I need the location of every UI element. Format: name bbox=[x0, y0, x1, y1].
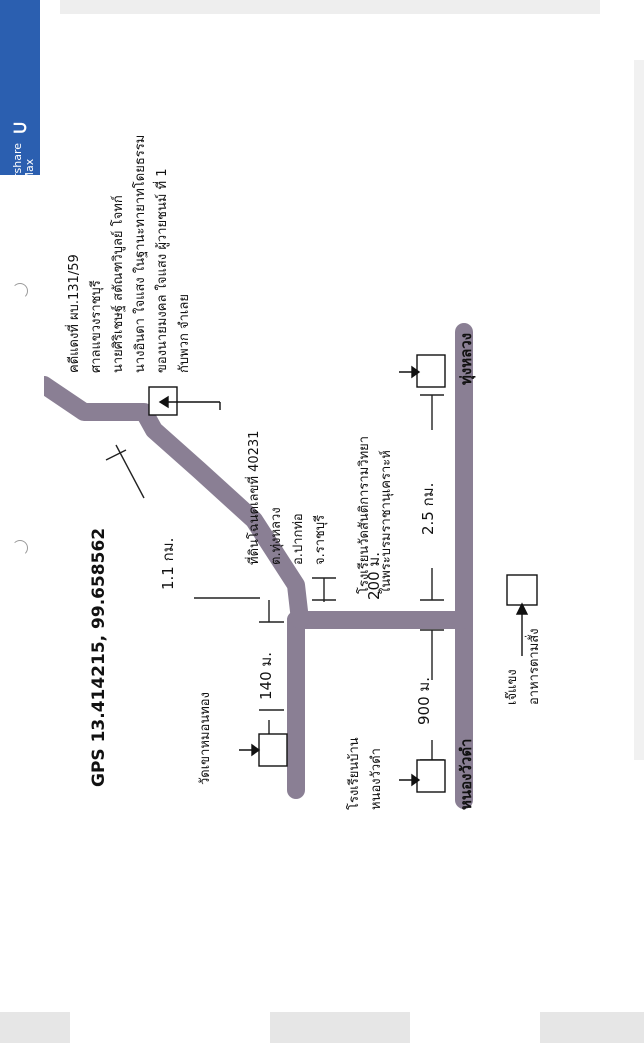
land-plot-line-3: อ.ปากท่อ bbox=[291, 513, 306, 565]
land-plot-line-4: จ.ราชบุรี bbox=[313, 514, 328, 565]
restaurant-box bbox=[506, 574, 538, 606]
winding-road bbox=[44, 376, 309, 629]
restaurant-line-2: อาหารตามสั่ง bbox=[527, 628, 542, 705]
school-nong-wua-dam-line-2: หนองวัวดำ bbox=[369, 748, 384, 810]
badge-line-2: EdrawMax bbox=[23, 158, 36, 216]
edrawmax-logo-icon: ⊃ bbox=[11, 115, 29, 139]
land-plot-line-2: ต.ทุ่งหลวง bbox=[269, 507, 284, 565]
place-nong-wua-dam: หนองวัวดำ bbox=[457, 738, 475, 810]
arrows bbox=[158, 365, 529, 787]
distance-200m: 200 ม. bbox=[365, 551, 383, 600]
school-nong-wua-dam-label: โรงเรียนบ้าน หนองวัวดำ bbox=[344, 737, 388, 810]
punch-hole bbox=[12, 540, 28, 556]
land-plot-line-1: ที่ดินโฉนดเลขที่ 40231 bbox=[247, 430, 262, 565]
case-info-line-1: คดีแดงที่ ผบ.131/59 bbox=[67, 254, 82, 373]
school-nong-wua-dam-box bbox=[416, 759, 446, 793]
distance-2-5km: 2.5 กม. bbox=[419, 482, 437, 535]
case-info-line-2: ศาลแขวงราชบุรี bbox=[89, 280, 104, 373]
road-drawing bbox=[44, 323, 538, 809]
restaurant-line-1: เจ๊แขง bbox=[505, 669, 520, 705]
scan-edge-top bbox=[60, 0, 600, 14]
gps-coordinates: GPS 13.414215, 99.658562 bbox=[89, 527, 109, 787]
case-info-block: คดีแดงที่ ผบ.131/59 ศาลแขวงราชบุรี นายศิ… bbox=[64, 135, 196, 373]
distance-1-1km: 1.1 กม. bbox=[159, 537, 177, 590]
school-santikaram-box bbox=[416, 354, 446, 388]
wondershare-edrawmax-badge: ⊃ Wondershare EdrawMax bbox=[0, 0, 40, 216]
scan-edge-right bbox=[634, 60, 644, 760]
case-info-line-6: กับพวก จำเลย bbox=[177, 294, 192, 373]
land-plot-label: ที่ดินโฉนดเลขที่ 40231 ต.ทุ่งหลวง อ.ปากท… bbox=[244, 431, 332, 565]
distance-marks bbox=[105, 394, 444, 761]
restaurant-label: เจ๊แขง อาหารตามสั่ง bbox=[502, 628, 546, 705]
punch-hole bbox=[12, 283, 28, 299]
route-map: GPS 13.414215, 99.658562 หนองวัวดำ ทุ่งห… bbox=[44, 0, 644, 1043]
scan-patch bbox=[540, 1012, 644, 1043]
badge-text: Wondershare EdrawMax bbox=[11, 143, 36, 216]
temple-box bbox=[258, 733, 288, 767]
distance-900m: 900 ม. bbox=[415, 676, 433, 725]
case-info-line-3: นายศิริเชษฐ์ สตัณฑวิบูลย์ โจทก์ bbox=[111, 195, 126, 373]
scan-patch bbox=[0, 1012, 70, 1043]
temple-khao-mo-thong-label: วัดเขาหมอนทอง bbox=[198, 692, 213, 785]
place-thung-luang: ทุ่งหลวง bbox=[457, 332, 475, 385]
school-nong-wua-dam-line-1: โรงเรียนบ้าน bbox=[347, 737, 362, 810]
case-info-line-5: ของนายมงคล ใจแสง ผู้วายชนม์ ที่ 1 bbox=[155, 168, 170, 373]
case-info-line-4: นางอินดา ใจแสง ในฐานะทายาทโดยธรรม bbox=[133, 134, 148, 373]
distance-140m: 140 ม. bbox=[257, 651, 275, 700]
scan-patch bbox=[270, 1012, 410, 1043]
